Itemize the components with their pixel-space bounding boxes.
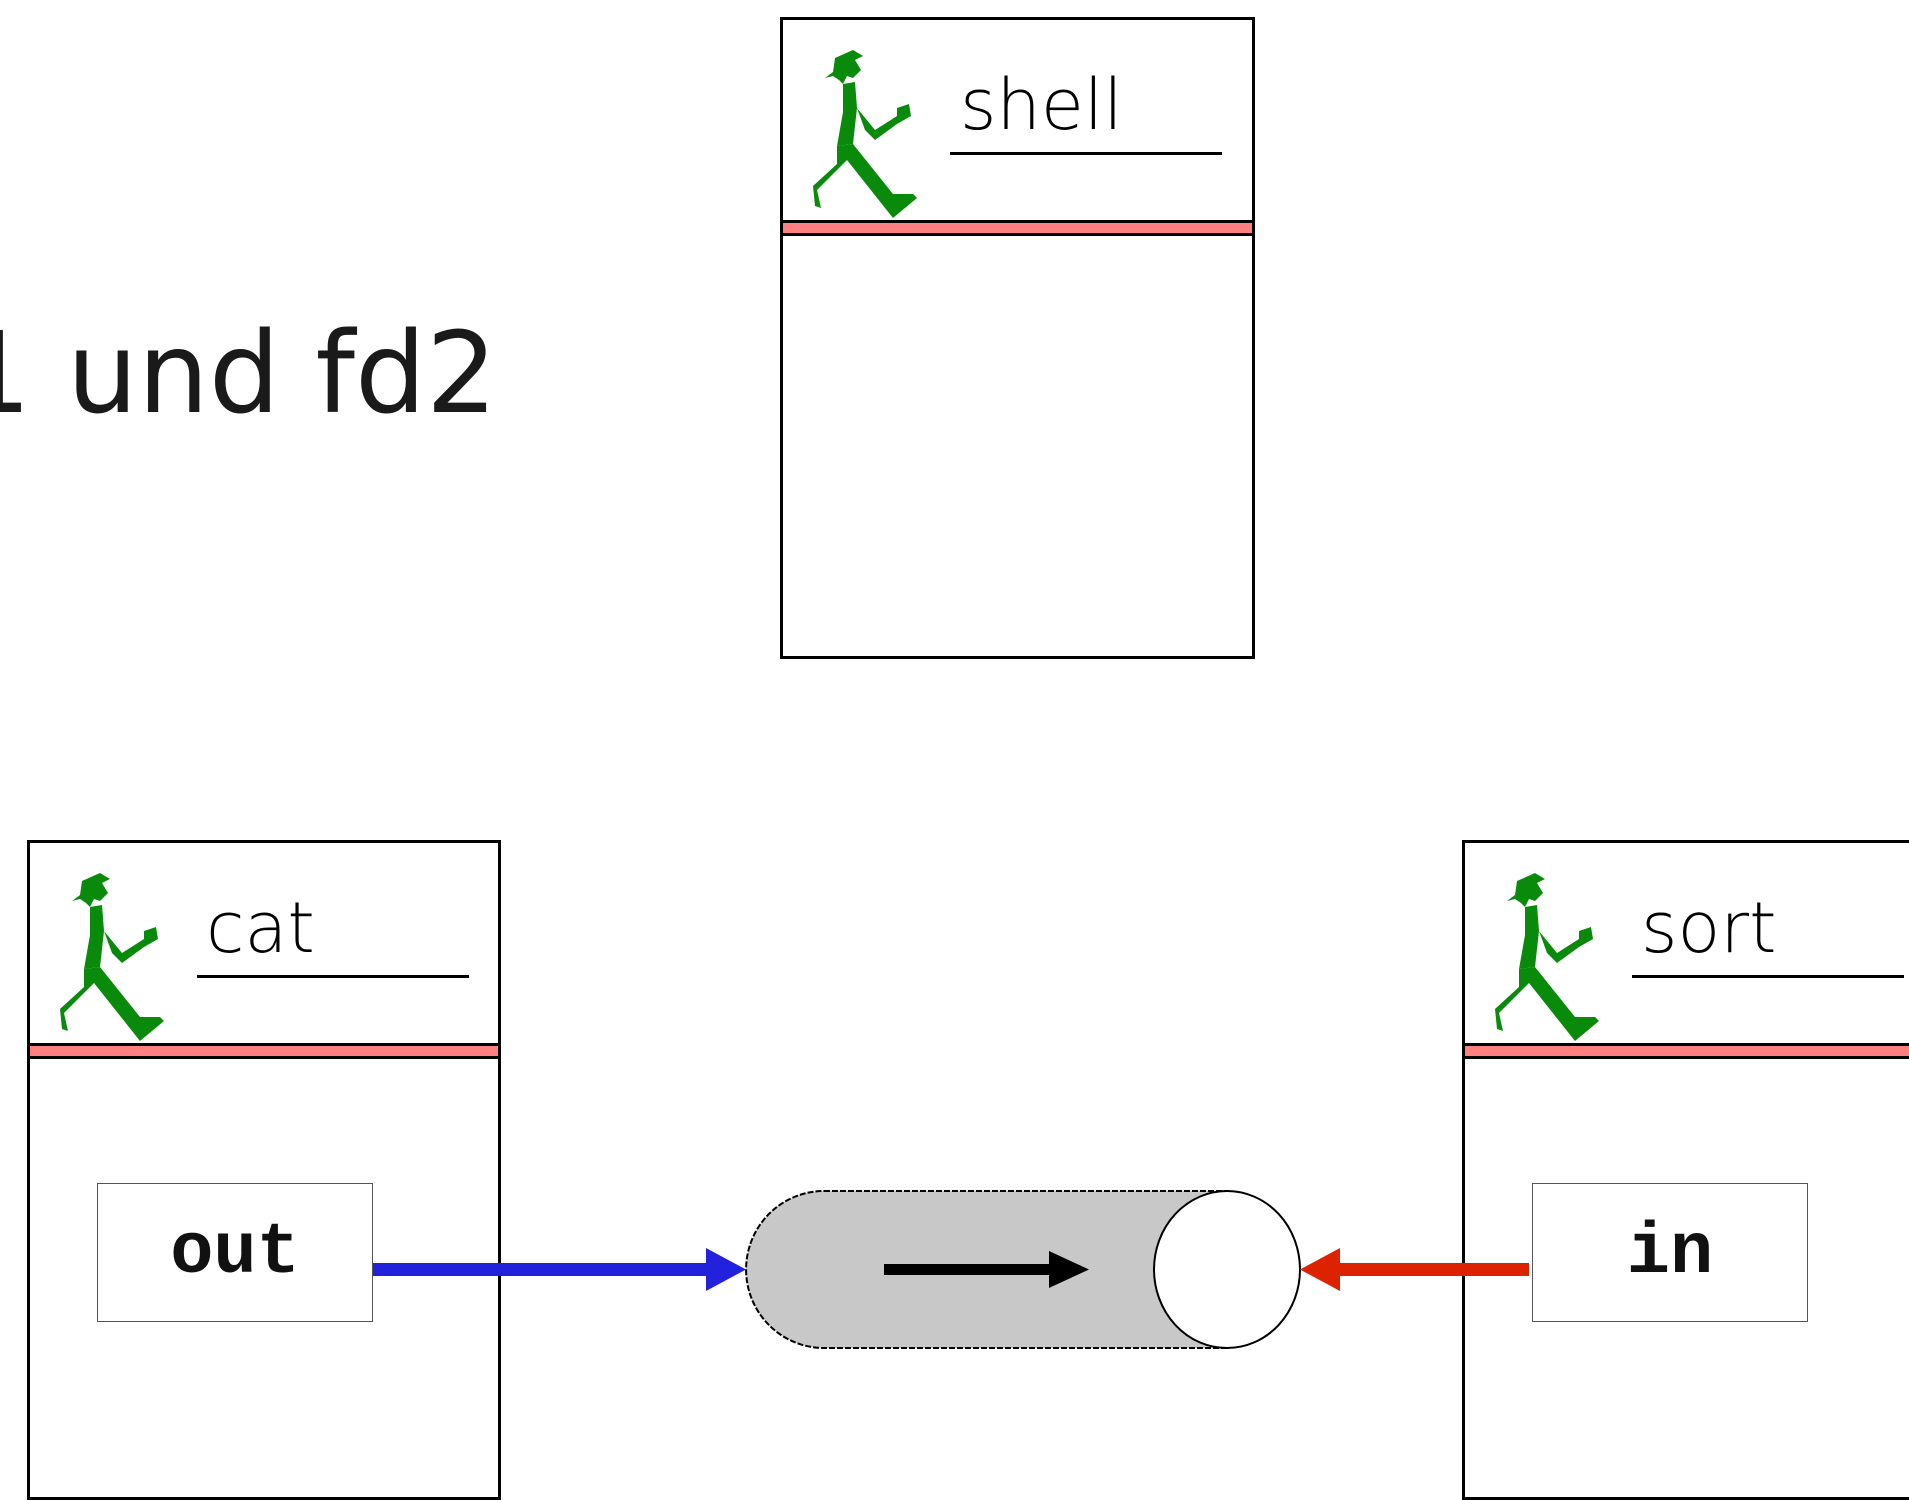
process-title: sort — [1641, 887, 1777, 969]
read-arrow — [1300, 1248, 1529, 1291]
title-underline — [950, 152, 1222, 155]
process-title: shell — [960, 64, 1123, 146]
process-divider — [1465, 1043, 1909, 1059]
process-shell: shell — [780, 17, 1255, 659]
pipe-opening — [1153, 1190, 1301, 1349]
fd-out-box[interactable]: out — [97, 1183, 373, 1322]
process-title: cat — [206, 887, 315, 969]
fd-in-box[interactable]: in — [1532, 1183, 1808, 1322]
slide-heading: 1 und fd2 — [0, 309, 498, 439]
process-cat: cat out — [27, 840, 501, 1500]
title-underline — [1632, 975, 1904, 978]
write-arrow — [373, 1248, 746, 1291]
arrow-right-icon — [884, 1251, 1089, 1288]
process-sort: sort in — [1462, 840, 1909, 1500]
title-underline — [197, 975, 469, 978]
process-divider — [783, 220, 1252, 236]
process-divider — [30, 1043, 498, 1059]
